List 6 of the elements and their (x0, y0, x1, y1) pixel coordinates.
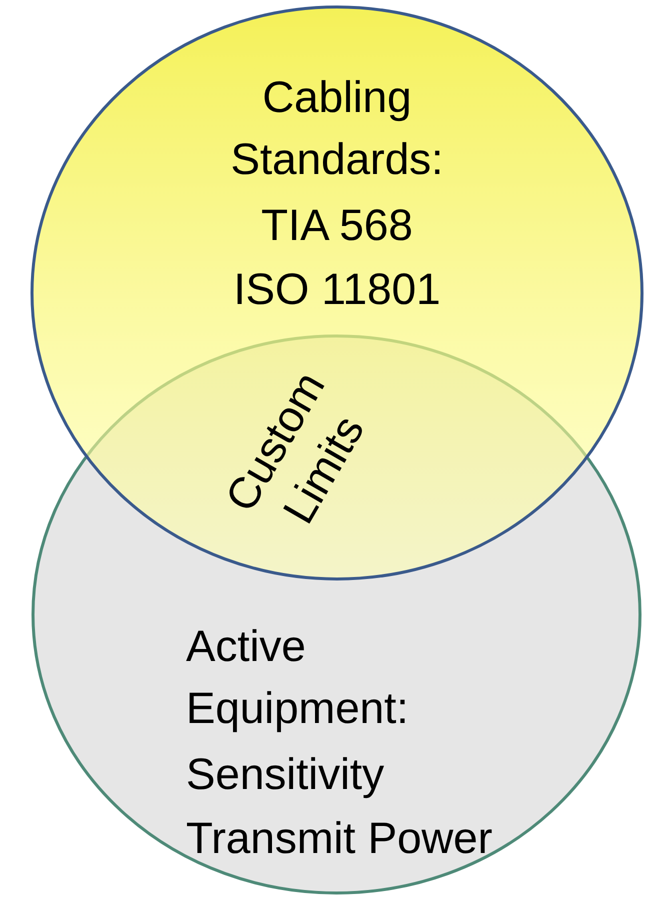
circle-text: Transmit Power (186, 813, 492, 865)
circle-heading: Cabling Standards: (230, 72, 444, 186)
circle-heading: Active Equipment: (186, 621, 410, 735)
circle-text: ISO 11801 (232, 264, 442, 316)
circle-text: Sensitivity (186, 749, 384, 801)
circle-text: TIA 568 (260, 200, 414, 252)
